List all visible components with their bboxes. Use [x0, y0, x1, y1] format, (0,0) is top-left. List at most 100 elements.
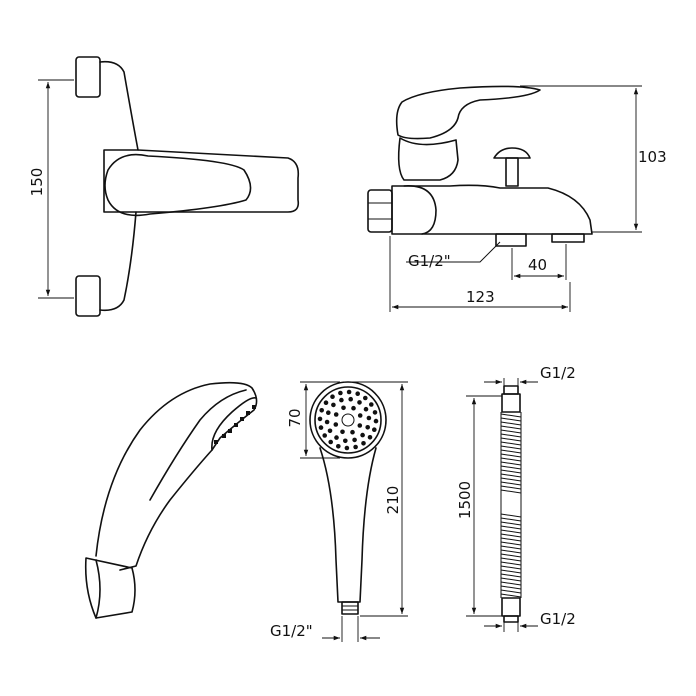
- nozzle-hole: [328, 439, 334, 445]
- hose-coil: [500, 541, 522, 546]
- nozzle-hole: [363, 395, 368, 401]
- hose-coil: [500, 557, 522, 562]
- nozzle-hole: [338, 390, 343, 396]
- hose-coil: [500, 573, 522, 578]
- nozzle-hole: [341, 405, 346, 411]
- hose-coil: [500, 517, 522, 522]
- hose-coil: [500, 457, 522, 462]
- mixer-side-view: [367, 85, 593, 263]
- shower-nozzles: [317, 389, 379, 451]
- hose-coil: [500, 549, 522, 554]
- hose-coil: [500, 481, 522, 486]
- label-mixer-height: 150: [28, 168, 46, 197]
- label-hose-length: 1500: [456, 481, 474, 519]
- dimension-handset-length: 210: [350, 381, 408, 617]
- shower-hose: [500, 385, 522, 623]
- dimension-outlet-spacing: 40: [511, 244, 567, 280]
- hose-coil: [500, 593, 522, 598]
- hose-coil: [500, 453, 522, 458]
- hose-coil: [500, 425, 522, 430]
- hose-coil: [500, 477, 522, 482]
- hose-coil: [500, 449, 522, 454]
- nozzle-hole: [318, 425, 324, 430]
- nozzle-hole: [344, 445, 350, 451]
- nozzle-hole: [330, 394, 335, 400]
- nozzle-hole: [339, 397, 344, 403]
- nozzle-hole: [365, 425, 371, 430]
- hose-coil: [500, 545, 522, 550]
- label-spout-height: 103: [638, 148, 667, 166]
- label-handset-thread: G1/2": [270, 622, 313, 640]
- hose-coil: [500, 581, 522, 586]
- hose-coil: [500, 465, 522, 470]
- nozzle-hole: [363, 406, 369, 412]
- nozzle-hole: [331, 402, 336, 408]
- nozzle-hole: [340, 429, 345, 435]
- nozzle-hole: [373, 418, 379, 424]
- hose-coil: [500, 513, 522, 518]
- nozzle-hole: [367, 435, 373, 440]
- nozzle-hole: [343, 438, 348, 444]
- hose-coil: [500, 525, 522, 530]
- hose-coil: [500, 469, 522, 474]
- hose-coil: [500, 589, 522, 594]
- hose-coil: [500, 577, 522, 582]
- nozzle-hole: [372, 410, 378, 415]
- dimension-mixer-height: 150: [28, 79, 74, 299]
- hose-coil: [500, 485, 522, 490]
- nozzle-hole: [319, 408, 325, 413]
- hose-coil: [500, 473, 522, 478]
- nozzle-hole: [348, 396, 354, 402]
- hand-shower-front: [309, 381, 387, 615]
- hose-coil: [500, 553, 522, 558]
- nozzle-hole: [326, 410, 331, 416]
- nozzle-hole: [361, 441, 366, 446]
- nozzle-hole: [323, 400, 329, 406]
- hose-coils: [500, 413, 522, 598]
- dimension-head-diameter: 70: [286, 381, 340, 459]
- hose-coil: [500, 537, 522, 542]
- nozzle-hole: [353, 444, 358, 450]
- hose-coil: [500, 561, 522, 566]
- nozzle-hole: [366, 415, 372, 421]
- hose-coil: [500, 585, 522, 590]
- hose-coil: [500, 413, 522, 418]
- nozzle-hole: [317, 416, 323, 422]
- nozzle-hole: [346, 389, 352, 395]
- nozzle-hole: [334, 435, 339, 440]
- label-hose-thread-top: G1/2: [540, 364, 576, 382]
- nozzle-hole: [333, 412, 339, 417]
- hose-coil: [500, 569, 522, 574]
- label-inlet-thread: G1/2": [408, 252, 451, 270]
- nozzle-hole: [357, 413, 363, 418]
- hose-coil: [500, 417, 522, 422]
- dimension-hose-length: 1500: [456, 395, 502, 617]
- nozzle-hole: [350, 429, 355, 435]
- hose-coil: [500, 565, 522, 570]
- nozzle-hole: [327, 428, 333, 434]
- hose-coil: [500, 437, 522, 442]
- nozzle-hole: [355, 391, 361, 397]
- nozzle-hole: [351, 405, 356, 411]
- hose-coil: [500, 489, 522, 494]
- label-body-length: 123: [466, 288, 495, 306]
- nozzle-hole: [357, 400, 362, 405]
- label-outlet-spacing: 40: [528, 256, 547, 274]
- nozzle-hole: [324, 419, 330, 425]
- hose-coil: [500, 521, 522, 526]
- hose-coil: [500, 429, 522, 434]
- hose-coil: [500, 441, 522, 446]
- nozzle-hole: [336, 444, 341, 449]
- dimension-spout-height: 103: [520, 85, 667, 233]
- label-handset-length: 210: [384, 486, 402, 515]
- nozzle-hole: [372, 427, 377, 433]
- dimension-hose-thread-bottom: G1/2: [484, 610, 576, 632]
- hose-coil: [500, 529, 522, 534]
- nozzle-hole: [333, 422, 339, 427]
- nozzle-hole: [360, 432, 365, 438]
- hose-coil: [500, 461, 522, 466]
- dimension-body-length: 123: [389, 236, 571, 312]
- dimension-handset-thread: G1/2": [270, 616, 380, 642]
- mixer-front-view: [75, 56, 300, 317]
